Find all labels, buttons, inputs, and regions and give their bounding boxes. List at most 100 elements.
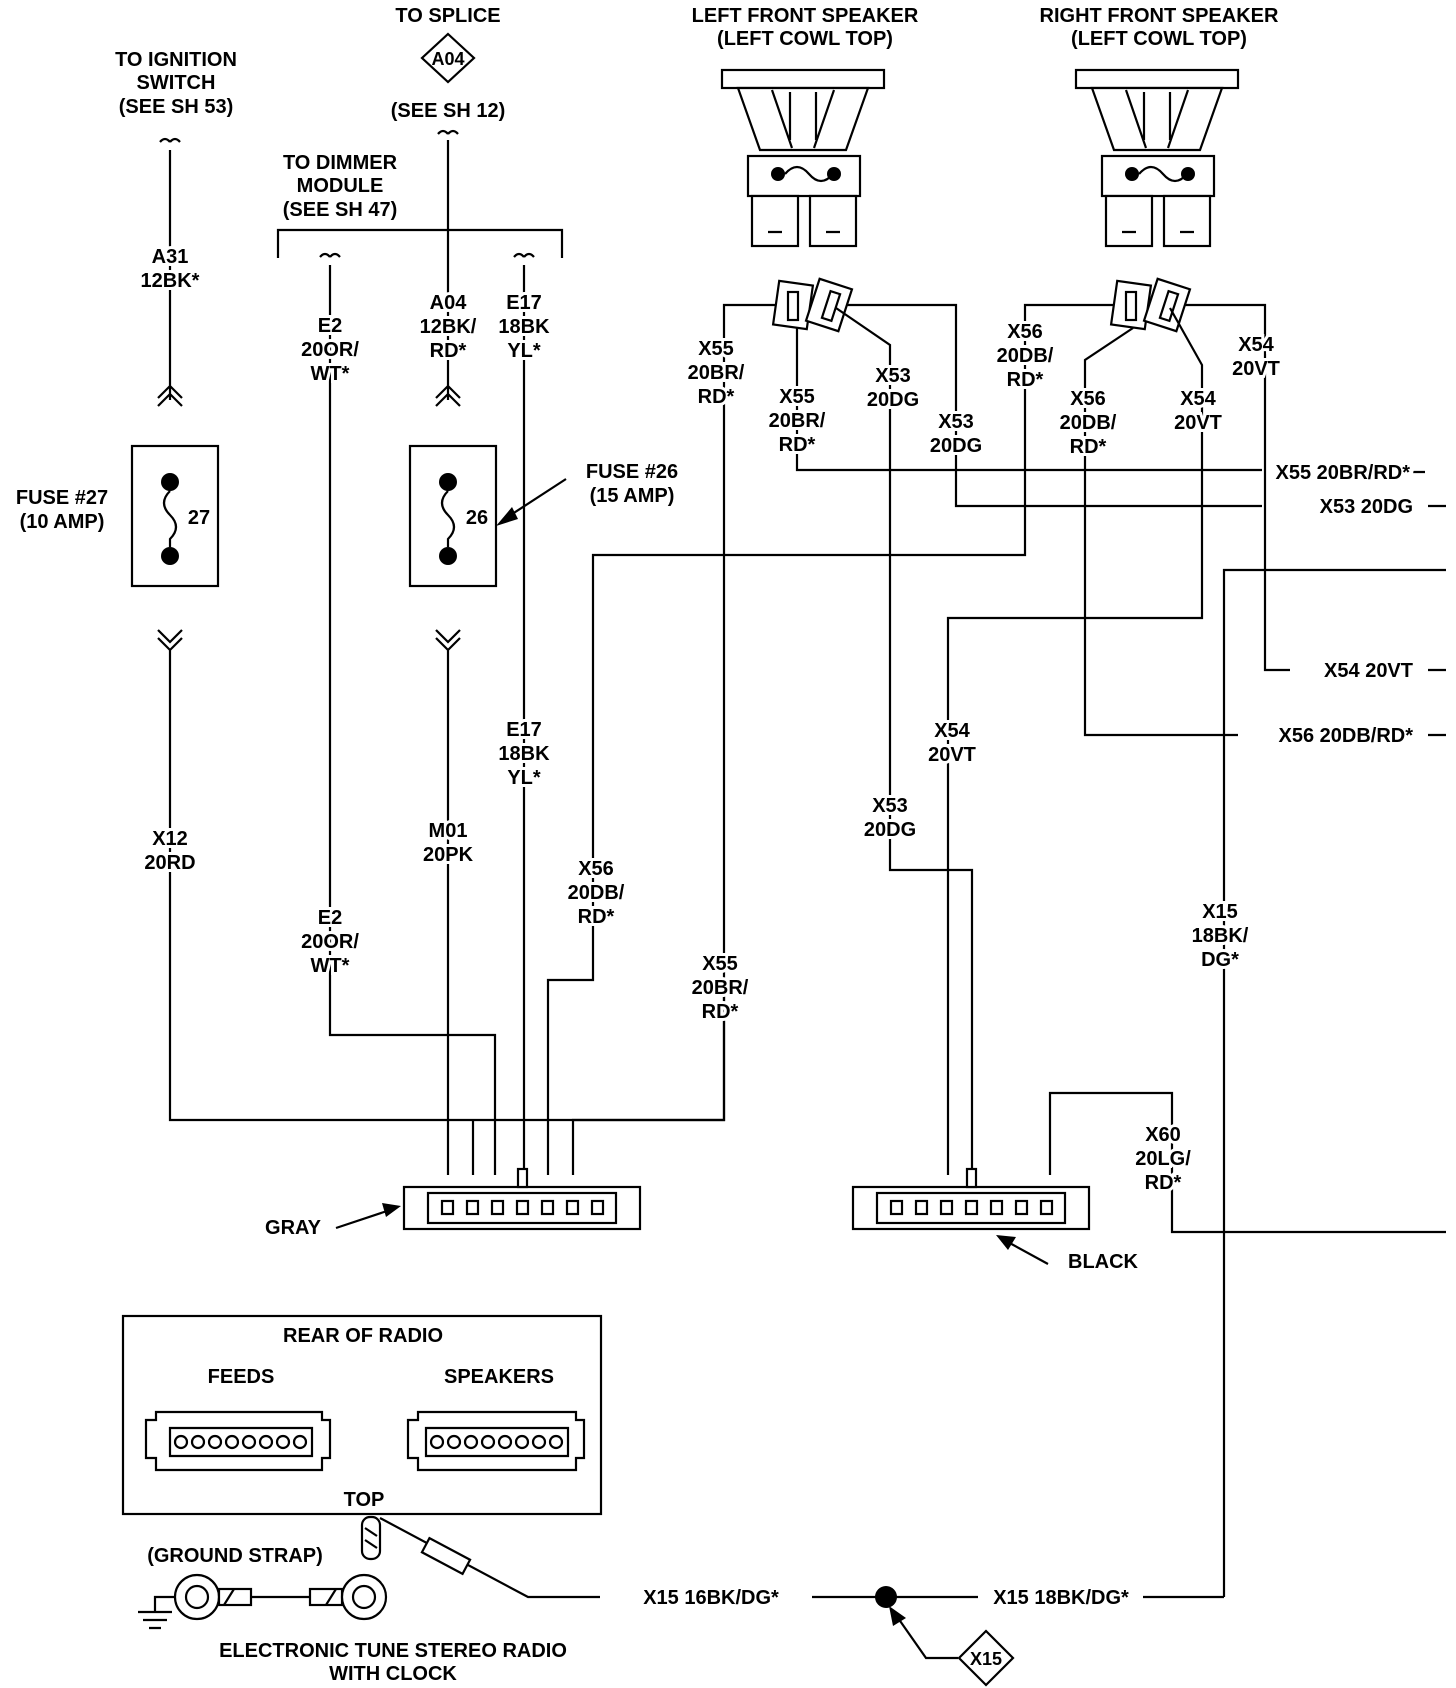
- feeds-pin: [292, 1434, 308, 1450]
- ground-crimp-right: [308, 1587, 344, 1607]
- label-x55-bot-3: RD*: [702, 1001, 739, 1023]
- fuse-26-label-2: (15 AMP): [590, 485, 675, 507]
- splice-a04-diamond: [420, 32, 476, 84]
- wire-a31: [157, 150, 183, 407]
- label-x53-lr-2: 20DG: [930, 435, 982, 457]
- ignition-label-line-3: (SEE SH 53): [119, 96, 233, 118]
- label-x55-lt-3: RD*: [698, 386, 735, 408]
- right-speaker-tab-a: [1104, 194, 1154, 248]
- feeds-pin: [258, 1434, 274, 1450]
- x15-splice-id: X15: [970, 1649, 1002, 1669]
- black-connector-arrow-head: [996, 1235, 1016, 1250]
- wire-x60: [1048, 1091, 1446, 1234]
- feeds-pin: [241, 1434, 257, 1450]
- exit-labels: X55 20BR/RD* X53 20DG X54 20VT X56 20DB/…: [1272, 459, 1416, 750]
- label-x12-2: 20RD: [144, 852, 195, 874]
- gray-connector-pins: [440, 1199, 605, 1216]
- label-x53-lr-1: X53: [938, 411, 974, 433]
- fuse-26-arrow-head: [496, 507, 518, 526]
- label-e2-bot-1: E2: [318, 907, 342, 929]
- label-x53-mid-2: 20DG: [864, 819, 916, 841]
- radio-feeds-label: FEEDS: [208, 1366, 275, 1388]
- ground-strap-label: (GROUND STRAP): [147, 1545, 323, 1567]
- label-e17-top-2: 18BK: [498, 316, 550, 338]
- black-connector-pointer: [1005, 1240, 1049, 1265]
- feeds-pin: [207, 1434, 223, 1450]
- label-x56-rl-2: 20DB/: [997, 345, 1054, 367]
- radio-name-line-1: ELECTRONIC TUNE STEREO RADIO: [219, 1640, 567, 1662]
- label-x54-mid-1: X54: [934, 720, 970, 742]
- label-x55-bot-1: X55: [702, 953, 738, 975]
- ground-eyelet-right-hole: [351, 1584, 377, 1610]
- feeds-pin: [224, 1434, 240, 1450]
- x15-splice-pointer: [897, 1617, 958, 1660]
- fuse-26-element: [440, 490, 456, 547]
- wire-network: [157, 129, 1446, 1599]
- ignition-switch-label: TO IGNITION SWITCH (SEE SH 53): [115, 49, 237, 118]
- exit-label-x54: X54 20VT: [1324, 660, 1413, 682]
- black-connector-key: [965, 1167, 978, 1189]
- gray-pin-7: [590, 1199, 605, 1216]
- x15-18bk-label: X15 18BK/DG*: [993, 1587, 1129, 1609]
- label-x55-lt-2: 20BR/: [688, 362, 745, 384]
- ignition-break-mark: [159, 137, 181, 143]
- fuse-27-element: [162, 490, 178, 547]
- splice-see-sheet: (SEE SH 12): [391, 100, 505, 122]
- label-x56-left-2: 20DB/: [568, 882, 625, 904]
- label-x56-rm-1: X56: [1070, 388, 1106, 410]
- ignition-label-line-2: SWITCH: [137, 72, 216, 94]
- black-connector: BLACK: [851, 1167, 1139, 1273]
- dimmer-label-line-2: MODULE: [297, 175, 384, 197]
- feeds-pin: [275, 1434, 291, 1450]
- label-x15-right-3: DG*: [1201, 949, 1239, 971]
- speakers-pin: [463, 1434, 479, 1450]
- wire-a04: [435, 140, 461, 407]
- ground-crimp-left: [217, 1587, 253, 1607]
- speakers-pin: [429, 1434, 445, 1450]
- speakers-pin: [446, 1434, 462, 1450]
- gray-pin-6: [565, 1199, 580, 1216]
- label-x53-mid-1: X53: [872, 795, 908, 817]
- label-m01-1: M01: [429, 820, 468, 842]
- splice-a04-label: TO SPLICE A04 (SEE SH 12): [391, 5, 505, 122]
- label-x56-left-3: RD*: [578, 906, 615, 928]
- exit-label-x56: X56 20DB/RD*: [1278, 725, 1413, 747]
- x15-splice: X15 16BK/DG* X15 18BK/DG* X15: [643, 1586, 1129, 1687]
- right-speaker-cone-lines: [1124, 89, 1190, 149]
- fuse-26: 26 FUSE #26 (15 AMP): [408, 444, 678, 588]
- label-a31-1: A31: [152, 246, 189, 268]
- label-x54-rm-2: 20VT: [1174, 412, 1222, 434]
- wire-x56-right-top: [1023, 303, 1114, 385]
- left-speaker-plug-pin-a: [786, 290, 800, 322]
- speakers-connector-pins: [429, 1434, 564, 1450]
- left-speaker-terminal-a: [771, 167, 785, 181]
- label-x60-2: 20LG/: [1135, 1148, 1191, 1170]
- fuse-26-terminal-top: [439, 473, 457, 491]
- right-speaker-title: RIGHT FRONT SPEAKER: [1040, 5, 1279, 27]
- right-speaker-mount: [1074, 68, 1240, 90]
- wire-x54-mid: [946, 307, 1204, 1175]
- label-x56-rl-1: X56: [1007, 321, 1043, 343]
- feeds-connector: [144, 1410, 332, 1472]
- label-e2-top-1: E2: [318, 315, 342, 337]
- black-pin-2: [914, 1199, 929, 1216]
- wire-x53-mid: [835, 307, 974, 1175]
- fuse-26-terminal-bottom: [439, 547, 457, 565]
- label-x54-rm-1: X54: [1180, 388, 1216, 410]
- wire-labels: A31 12BK* X12 20RD E2 20OR/ WT* E2 20OR/…: [138, 243, 1283, 1197]
- fuse-27-terminal-bottom: [161, 547, 179, 565]
- fuse-27-label-2: (10 AMP): [20, 511, 105, 533]
- label-a04-1: A04: [430, 292, 468, 314]
- wire-x54-exit: [1184, 303, 1290, 672]
- label-e17-top-3: YL*: [507, 340, 541, 362]
- wire-x12: [157, 629, 726, 1122]
- wire-x55-left: [571, 303, 776, 1175]
- label-e2-top-2: 20OR/: [301, 339, 359, 361]
- speakers-pin: [497, 1434, 513, 1450]
- left-speaker-plug-pin-b: [820, 289, 842, 323]
- x15-16bk-label: X15 16BK/DG*: [643, 1587, 779, 1609]
- right-speaker-tab-b: [1162, 194, 1212, 248]
- gray-pin-3: [490, 1199, 505, 1216]
- speakers-pin: [514, 1434, 530, 1450]
- gray-connector-key: [516, 1167, 529, 1189]
